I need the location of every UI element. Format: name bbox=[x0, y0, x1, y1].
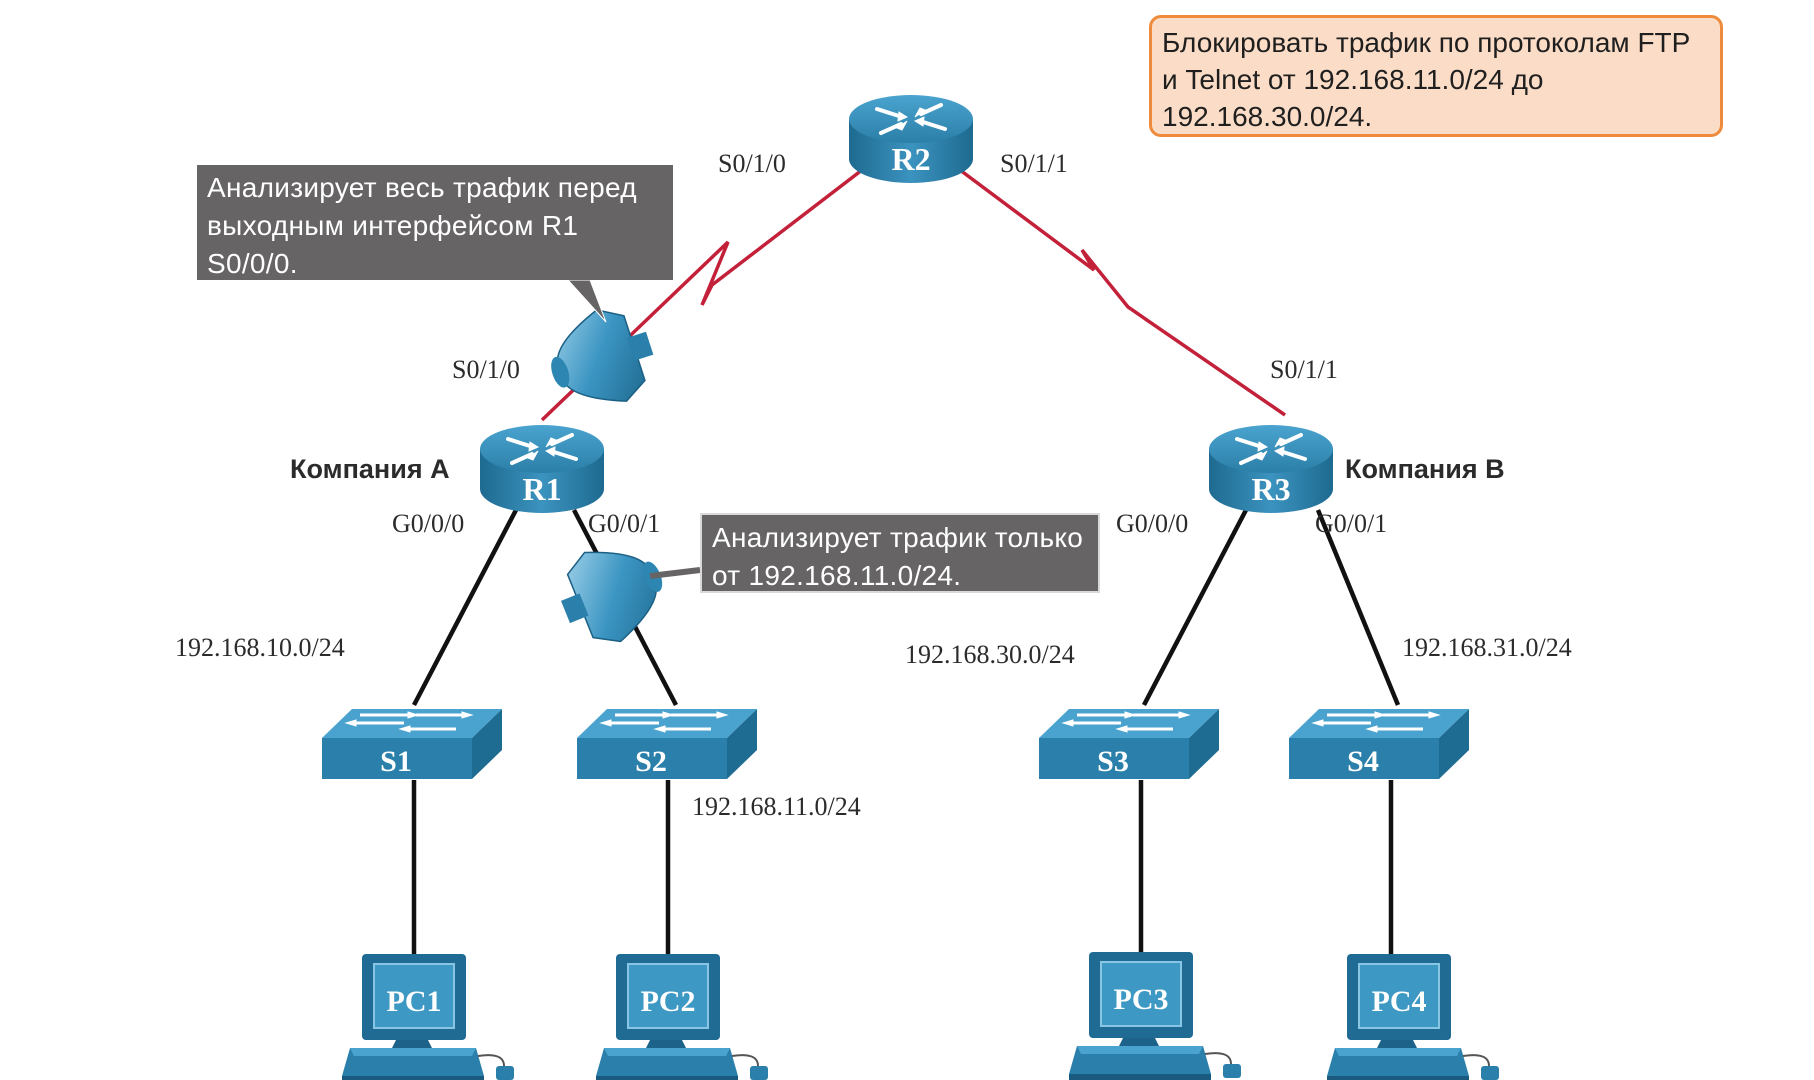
pc-pc1[interactable]: PC1 bbox=[341, 953, 515, 1080]
pc-pc4-label: PC4 bbox=[1372, 985, 1427, 1018]
iface-r1-g000: G0/0/0 bbox=[392, 509, 464, 538]
pc-pc4[interactable]: PC4 bbox=[1326, 953, 1500, 1080]
acl-filter-icon bbox=[556, 309, 646, 402]
iface-r2-s010: S0/1/0 bbox=[718, 149, 786, 178]
outbound-acl-filter bbox=[551, 309, 654, 402]
iface-r1-g001: G0/0/1 bbox=[588, 509, 660, 538]
iface-r3-g000: G0/0/0 bbox=[1116, 509, 1188, 538]
callout-pointer-outbound bbox=[566, 279, 607, 323]
router-r2[interactable]: R2 bbox=[847, 93, 975, 185]
switch-s2-label: S2 bbox=[635, 745, 667, 778]
switch-s1[interactable]: S1 bbox=[320, 707, 504, 781]
switch-icon bbox=[1037, 707, 1221, 781]
switch-s2[interactable]: S2 bbox=[575, 707, 759, 781]
switch-icon bbox=[575, 707, 759, 781]
pc-pc2-label: PC2 bbox=[641, 985, 696, 1018]
pc-pc3-label: PC3 bbox=[1114, 983, 1169, 1016]
router-r3-label: R3 bbox=[1251, 471, 1290, 507]
iface-r2-s011: S0/1/1 bbox=[1000, 149, 1068, 178]
switch-s3[interactable]: S3 bbox=[1037, 707, 1221, 781]
iface-r3-s011: S0/1/1 bbox=[1270, 355, 1338, 384]
company-a-label: Компания A bbox=[290, 454, 450, 484]
network-label-11: 192.168.11.0/24 bbox=[692, 792, 861, 821]
switch-s4-label: S4 bbox=[1347, 745, 1379, 778]
inbound-acl-filter bbox=[560, 551, 663, 643]
serial-link-r2-r1 bbox=[540, 168, 864, 422]
link-r3-s4 bbox=[1315, 509, 1401, 706]
switch-s3-label: S3 bbox=[1097, 745, 1129, 778]
router-r3[interactable]: R3 bbox=[1207, 423, 1335, 515]
network-label-31: 192.168.31.0/24 bbox=[1402, 633, 1572, 662]
callout-pointer-inbound bbox=[649, 567, 701, 579]
switch-s1-label: S1 bbox=[380, 745, 412, 778]
ethernet-links bbox=[411, 508, 1401, 955]
switch-s4[interactable]: S4 bbox=[1287, 707, 1471, 781]
iface-r3-g001: G0/0/1 bbox=[1315, 509, 1387, 538]
pc-pc1-label: PC1 bbox=[387, 985, 442, 1018]
router-r2-label: R2 bbox=[891, 141, 930, 177]
link-r1-s1 bbox=[412, 508, 518, 707]
router-r1[interactable]: R1 bbox=[478, 423, 606, 515]
policy-note: Блокировать трафик по протоколам FTP и T… bbox=[1149, 15, 1723, 137]
router-r1-label: R1 bbox=[522, 471, 561, 507]
callout-outbound-acl: Анализирует весь трафик перед выходным и… bbox=[197, 165, 673, 280]
pc-icon bbox=[1068, 951, 1242, 1080]
switch-icon bbox=[320, 707, 504, 781]
iface-r1-s010: S0/1/0 bbox=[452, 355, 520, 384]
switch-icon bbox=[1287, 707, 1471, 781]
network-label-10: 192.168.10.0/24 bbox=[175, 633, 345, 662]
link-r3-s3 bbox=[1142, 508, 1248, 707]
serial-links bbox=[540, 168, 1286, 422]
serial-link-r2-r3 bbox=[958, 168, 1286, 417]
network-label-30: 192.168.30.0/24 bbox=[905, 640, 1075, 669]
acl-filter-icon bbox=[566, 551, 657, 643]
company-b-label: Компания B bbox=[1345, 454, 1505, 484]
callout-inbound-acl: Анализирует трафик только от 192.168.11.… bbox=[700, 513, 1100, 593]
pc-pc3[interactable]: PC3 bbox=[1068, 951, 1242, 1080]
pc-pc2[interactable]: PC2 bbox=[595, 953, 769, 1080]
